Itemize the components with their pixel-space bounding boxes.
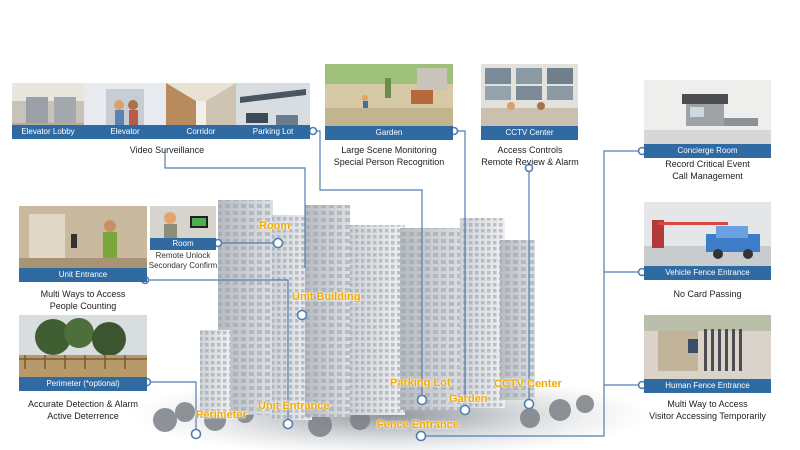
caption-unit-entrance: Unit Entrance xyxy=(19,268,147,282)
unit-line1: Multi Ways to Access xyxy=(40,289,126,299)
zone-label-fence-entrance: Fence Entrance xyxy=(377,419,459,431)
perimeter-line2: Active Deterrence xyxy=(47,411,119,421)
caption-human-fence-entrance: Human Fence Entrance xyxy=(644,379,771,393)
caption-corridor: Corridor xyxy=(166,125,236,139)
zone-label-cctv-center: CCTV Center xyxy=(494,378,562,390)
caption-elevator-lobby: Elevator Lobby xyxy=(12,125,84,139)
vehicle-fence-description: No Card Passing xyxy=(640,288,775,300)
zone-label-unit-entrance: Unit Entrance xyxy=(258,400,330,412)
garden-image xyxy=(325,64,453,126)
concierge-line1: Record Critical Event xyxy=(665,159,750,169)
human-fence-image xyxy=(644,315,771,379)
perimeter-description: Accurate Detection & Alarm Active Deterr… xyxy=(10,398,156,422)
caption-garden: Garden xyxy=(325,126,453,140)
vehicle-line1: No Card Passing xyxy=(673,289,742,299)
concierge-room-description: Record Critical Event Call Management xyxy=(640,158,775,182)
caption-parking-lot: Parking Lot xyxy=(236,125,310,139)
unit-entrance-description: Multi Ways to Access People Counting xyxy=(14,288,152,312)
caption-concierge-room: Concierge Room xyxy=(644,144,771,158)
video-surveillance-text: Video Surveillance xyxy=(129,145,205,155)
concierge-room-thumbnail xyxy=(644,80,771,144)
building-towers xyxy=(200,200,535,420)
caption-perimeter: Perimeter (*optional) xyxy=(19,377,147,391)
human-line2: Visitor Accessing Temporarily xyxy=(649,411,766,421)
zone-label-unit-building: Unit Building xyxy=(292,291,361,303)
room-line1: Remote Unlock xyxy=(155,251,211,260)
perimeter-image xyxy=(19,315,147,377)
cctv-center-thumbnail xyxy=(481,64,578,126)
garden-description: Large Scene Monitoring Special Person Re… xyxy=(318,144,460,168)
concierge-room-image xyxy=(644,80,771,144)
video-surveillance-description: Video Surveillance xyxy=(87,144,247,156)
human-line1: Multi Way to Access xyxy=(667,399,748,409)
connector-lines xyxy=(145,130,642,437)
room-line2: Secondary Confirm xyxy=(148,261,218,270)
cctv-center-description: Access Controls Remote Review & Alarm xyxy=(466,144,594,168)
vehicle-fence-thumbnail xyxy=(644,202,771,266)
garden-line2: Special Person Recognition xyxy=(333,157,445,167)
room-thumbnail xyxy=(150,206,216,240)
zone-label-parking-lot: Parking Lot xyxy=(390,377,451,389)
perimeter-line1: Accurate Detection & Alarm xyxy=(27,399,139,409)
room-description: Remote Unlock Secondary Confirm xyxy=(142,251,224,271)
garden-line1: Large Scene Monitoring xyxy=(341,145,437,155)
zone-label-garden: Garden xyxy=(449,393,488,405)
vehicle-fence-image xyxy=(644,202,771,266)
cctv-line1: Access Controls xyxy=(497,145,563,155)
concierge-line2: Call Management xyxy=(672,171,743,181)
garden-thumbnail xyxy=(325,64,453,126)
unit-entrance-thumbnail xyxy=(19,206,147,268)
unit-entrance-image xyxy=(19,206,147,268)
caption-elevator: Elevator xyxy=(84,125,166,139)
cctv-center-image xyxy=(481,64,578,126)
zone-label-room: Room xyxy=(259,220,291,232)
human-fence-thumbnail xyxy=(644,315,771,379)
cctv-line2: Remote Review & Alarm xyxy=(481,157,579,167)
human-fence-description: Multi Way to Access Visitor Accessing Te… xyxy=(635,398,780,422)
perimeter-thumbnail xyxy=(19,315,147,377)
connector-dots xyxy=(140,126,647,442)
caption-vehicle-fence-entrance: Vehicle Fence Entrance xyxy=(644,266,771,280)
caption-room: Room xyxy=(150,238,216,250)
room-image xyxy=(150,206,216,240)
zone-label-perimeter: Perimeter xyxy=(196,409,247,421)
caption-cctv-center: CCTV Center xyxy=(481,126,578,140)
unit-line2: People Counting xyxy=(49,301,117,311)
